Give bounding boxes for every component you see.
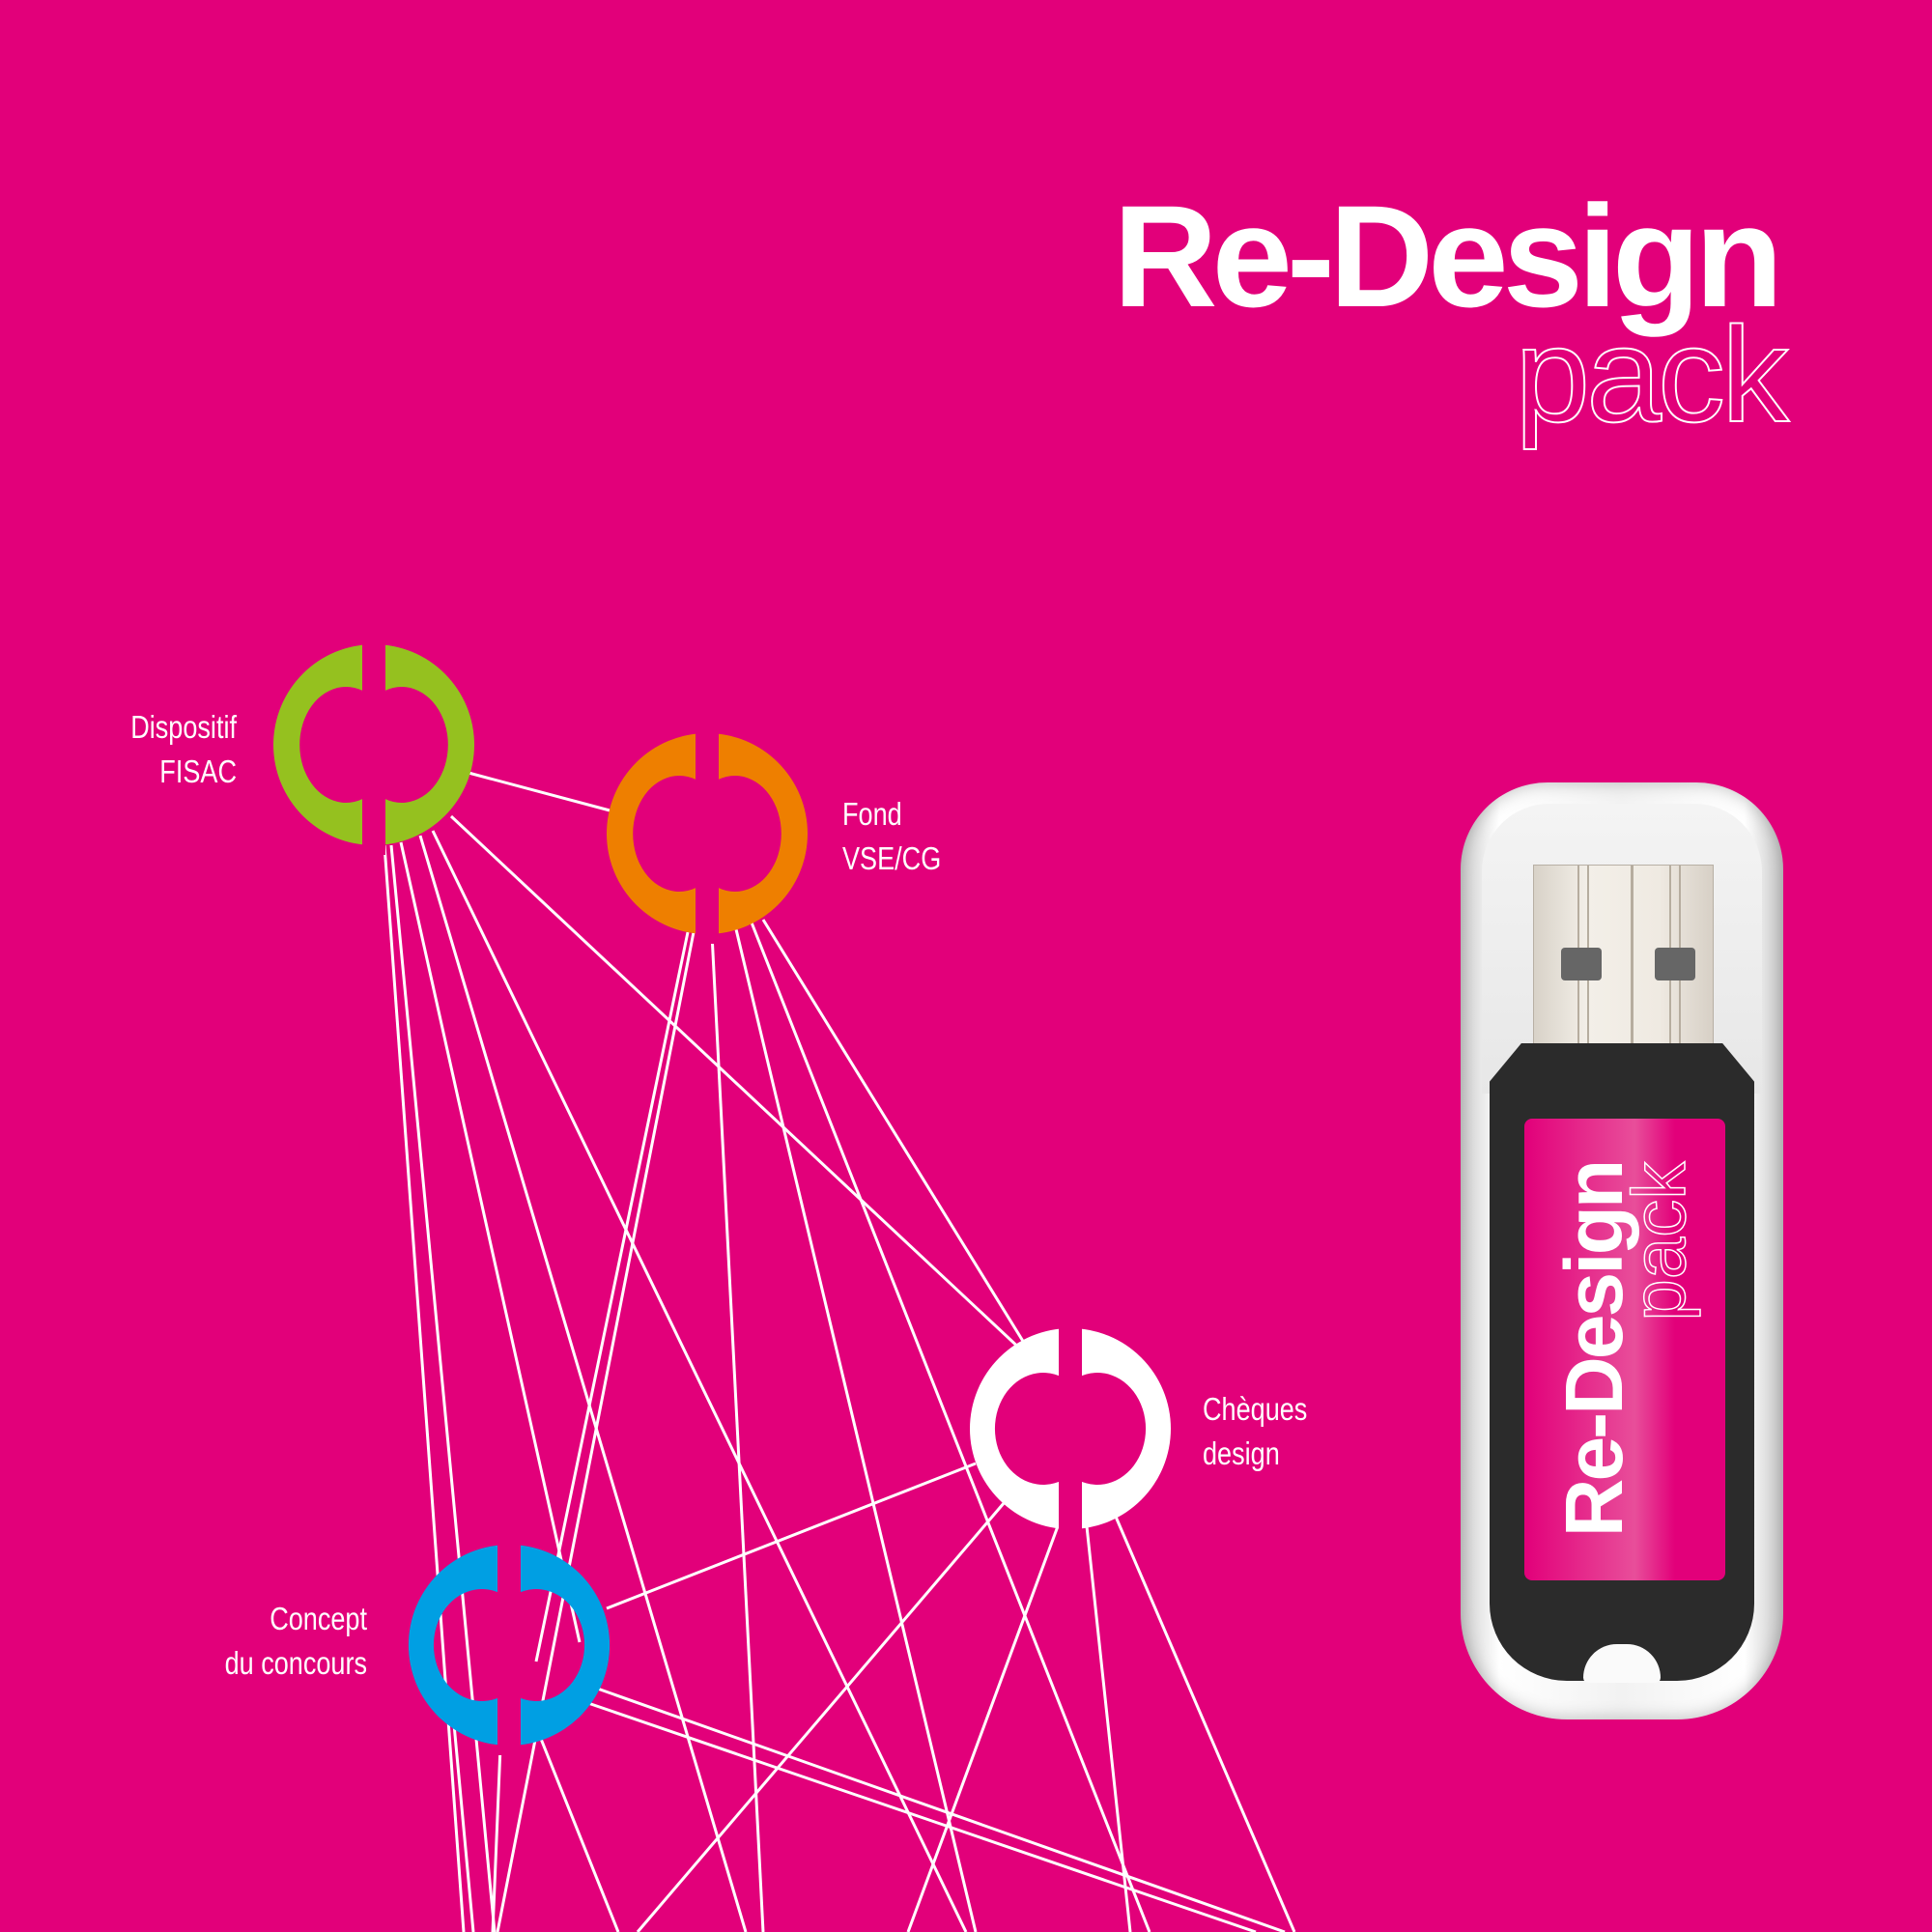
title-main: Re-Design [1113,175,1783,337]
node-concept-icon [408,1538,611,1755]
usb-label: Re-Design pack [1524,1119,1725,1580]
connection-lines [383,771,1296,1932]
usb-keyring-hole [1583,1644,1661,1683]
label-cheques: Chèques design [1203,1391,1308,1471]
node-fond-icon [607,726,808,944]
usb-connector-icon [1533,865,1714,1055]
title-sub: pack [1514,298,1790,450]
label-concept: Concept du concours [224,1601,367,1681]
usb-drive-image: Re-Design pack [1461,782,1783,1719]
page-title: Re-Design pack [1113,175,1790,443]
label-fond: Fond VSE/CG [842,796,942,876]
node-fisac-icon [273,638,474,855]
node-cheques-icon [970,1321,1171,1539]
label-fisac: Dispositif FISAC [130,709,237,789]
